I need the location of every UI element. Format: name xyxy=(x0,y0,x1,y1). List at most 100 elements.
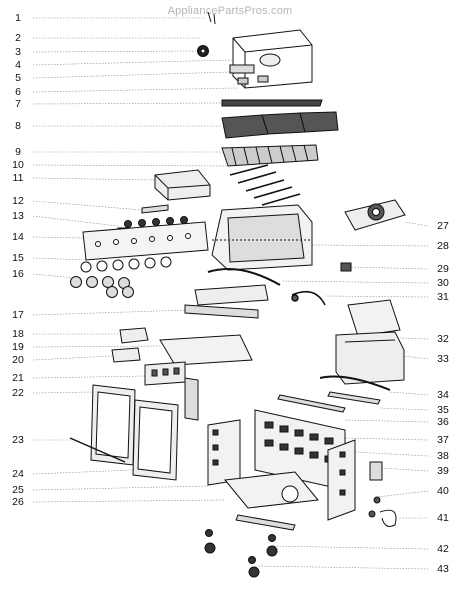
part-casters xyxy=(204,529,278,578)
callout-24: 24 xyxy=(12,468,24,480)
callout-27: 27 xyxy=(437,220,449,232)
callout-6: 6 xyxy=(15,86,21,98)
callout-9: 9 xyxy=(15,146,21,158)
callout-23: 23 xyxy=(12,434,24,446)
leader-line xyxy=(344,437,429,441)
part-heat-deflector xyxy=(154,169,211,201)
leader-line xyxy=(32,309,191,316)
callout-36: 36 xyxy=(437,416,449,428)
callout-16: 16 xyxy=(12,268,24,280)
leader-line xyxy=(32,102,223,105)
part-side-burner xyxy=(344,199,406,231)
part-side-table xyxy=(335,299,405,385)
leader-line xyxy=(324,295,429,298)
part-bottom-panel xyxy=(224,471,319,509)
leader-line xyxy=(257,565,429,570)
leader-line xyxy=(281,280,429,284)
leader-line xyxy=(32,177,156,181)
part-bottom-rail xyxy=(235,514,296,531)
part-cooking-grates xyxy=(221,111,339,139)
leader-line xyxy=(344,419,429,423)
callout-34: 34 xyxy=(437,389,449,401)
leader-line xyxy=(403,355,429,360)
part-regulator xyxy=(368,496,397,527)
part-bracket xyxy=(184,284,269,319)
leader-line xyxy=(32,469,134,475)
leader-line xyxy=(32,200,143,211)
callout-20: 20 xyxy=(12,354,24,366)
part-lid xyxy=(229,29,313,89)
callout-12: 12 xyxy=(12,195,24,207)
callout-41: 41 xyxy=(437,512,449,524)
callout-37: 37 xyxy=(437,434,449,446)
part-warming-rack xyxy=(221,99,323,107)
part-tank-bracket xyxy=(369,461,383,481)
part-control-box xyxy=(144,361,199,421)
callout-32: 32 xyxy=(437,333,449,345)
part-control-panel xyxy=(82,221,209,261)
leader-line xyxy=(32,59,233,66)
part-grease-tray xyxy=(111,327,253,366)
leader-line xyxy=(381,467,429,472)
callout-40: 40 xyxy=(437,485,449,497)
callout-35: 35 xyxy=(437,404,449,416)
leader-line xyxy=(404,221,429,227)
callout-43: 43 xyxy=(437,563,449,575)
leader-line xyxy=(32,87,239,93)
part-flavorizer-bars xyxy=(221,144,319,167)
part-cabinet-doors xyxy=(90,384,179,481)
callout-25: 25 xyxy=(12,484,24,496)
leader-line xyxy=(32,71,231,79)
callout-5: 5 xyxy=(15,72,21,84)
leader-line xyxy=(32,236,84,239)
callout-22: 22 xyxy=(12,387,24,399)
leader-line xyxy=(32,257,87,261)
leader-line xyxy=(32,485,209,491)
leader-line xyxy=(389,391,429,396)
part-burner-tubes xyxy=(229,164,301,206)
part-right-side-panel xyxy=(327,439,356,521)
part-screw xyxy=(207,11,216,25)
callout-13: 13 xyxy=(12,210,24,222)
callout-19: 19 xyxy=(12,341,24,353)
callout-10: 10 xyxy=(12,159,24,171)
part-thermometer xyxy=(197,45,209,57)
leader-line xyxy=(32,273,77,279)
watermark: AppliancePartsPros.com xyxy=(167,5,293,17)
callout-38: 38 xyxy=(437,450,449,462)
leader-line xyxy=(32,375,146,379)
leader-line xyxy=(32,164,231,167)
leader-line xyxy=(32,345,161,348)
callout-15: 15 xyxy=(12,252,24,264)
part-rails xyxy=(277,375,391,413)
callout-8: 8 xyxy=(15,120,21,132)
leader-line xyxy=(32,355,113,361)
leader-line xyxy=(32,50,197,53)
callout-18: 18 xyxy=(12,328,24,340)
leader-line xyxy=(32,391,94,394)
callout-2: 2 xyxy=(15,32,21,44)
callout-7: 7 xyxy=(15,98,21,110)
part-ignitor xyxy=(340,262,352,272)
leader-line xyxy=(354,451,429,457)
leader-line xyxy=(399,337,429,340)
callout-26: 26 xyxy=(12,496,24,508)
part-door-handle xyxy=(69,437,126,463)
leader-line xyxy=(376,490,429,498)
leader-lines xyxy=(32,17,429,570)
callout-39: 39 xyxy=(437,465,449,477)
callout-17: 17 xyxy=(12,309,24,321)
part-left-side-panel xyxy=(207,419,241,486)
leader-line xyxy=(32,215,119,227)
callout-1: 1 xyxy=(15,12,21,24)
callout-42: 42 xyxy=(437,543,449,555)
callout-14: 14 xyxy=(12,231,24,243)
part-control-knobs xyxy=(70,256,172,298)
part-firebox xyxy=(211,204,313,271)
callout-28: 28 xyxy=(437,240,449,252)
leader-line xyxy=(379,407,429,411)
part-hose xyxy=(291,290,326,306)
part-crossover-tube xyxy=(141,204,169,214)
callout-29: 29 xyxy=(437,263,449,275)
